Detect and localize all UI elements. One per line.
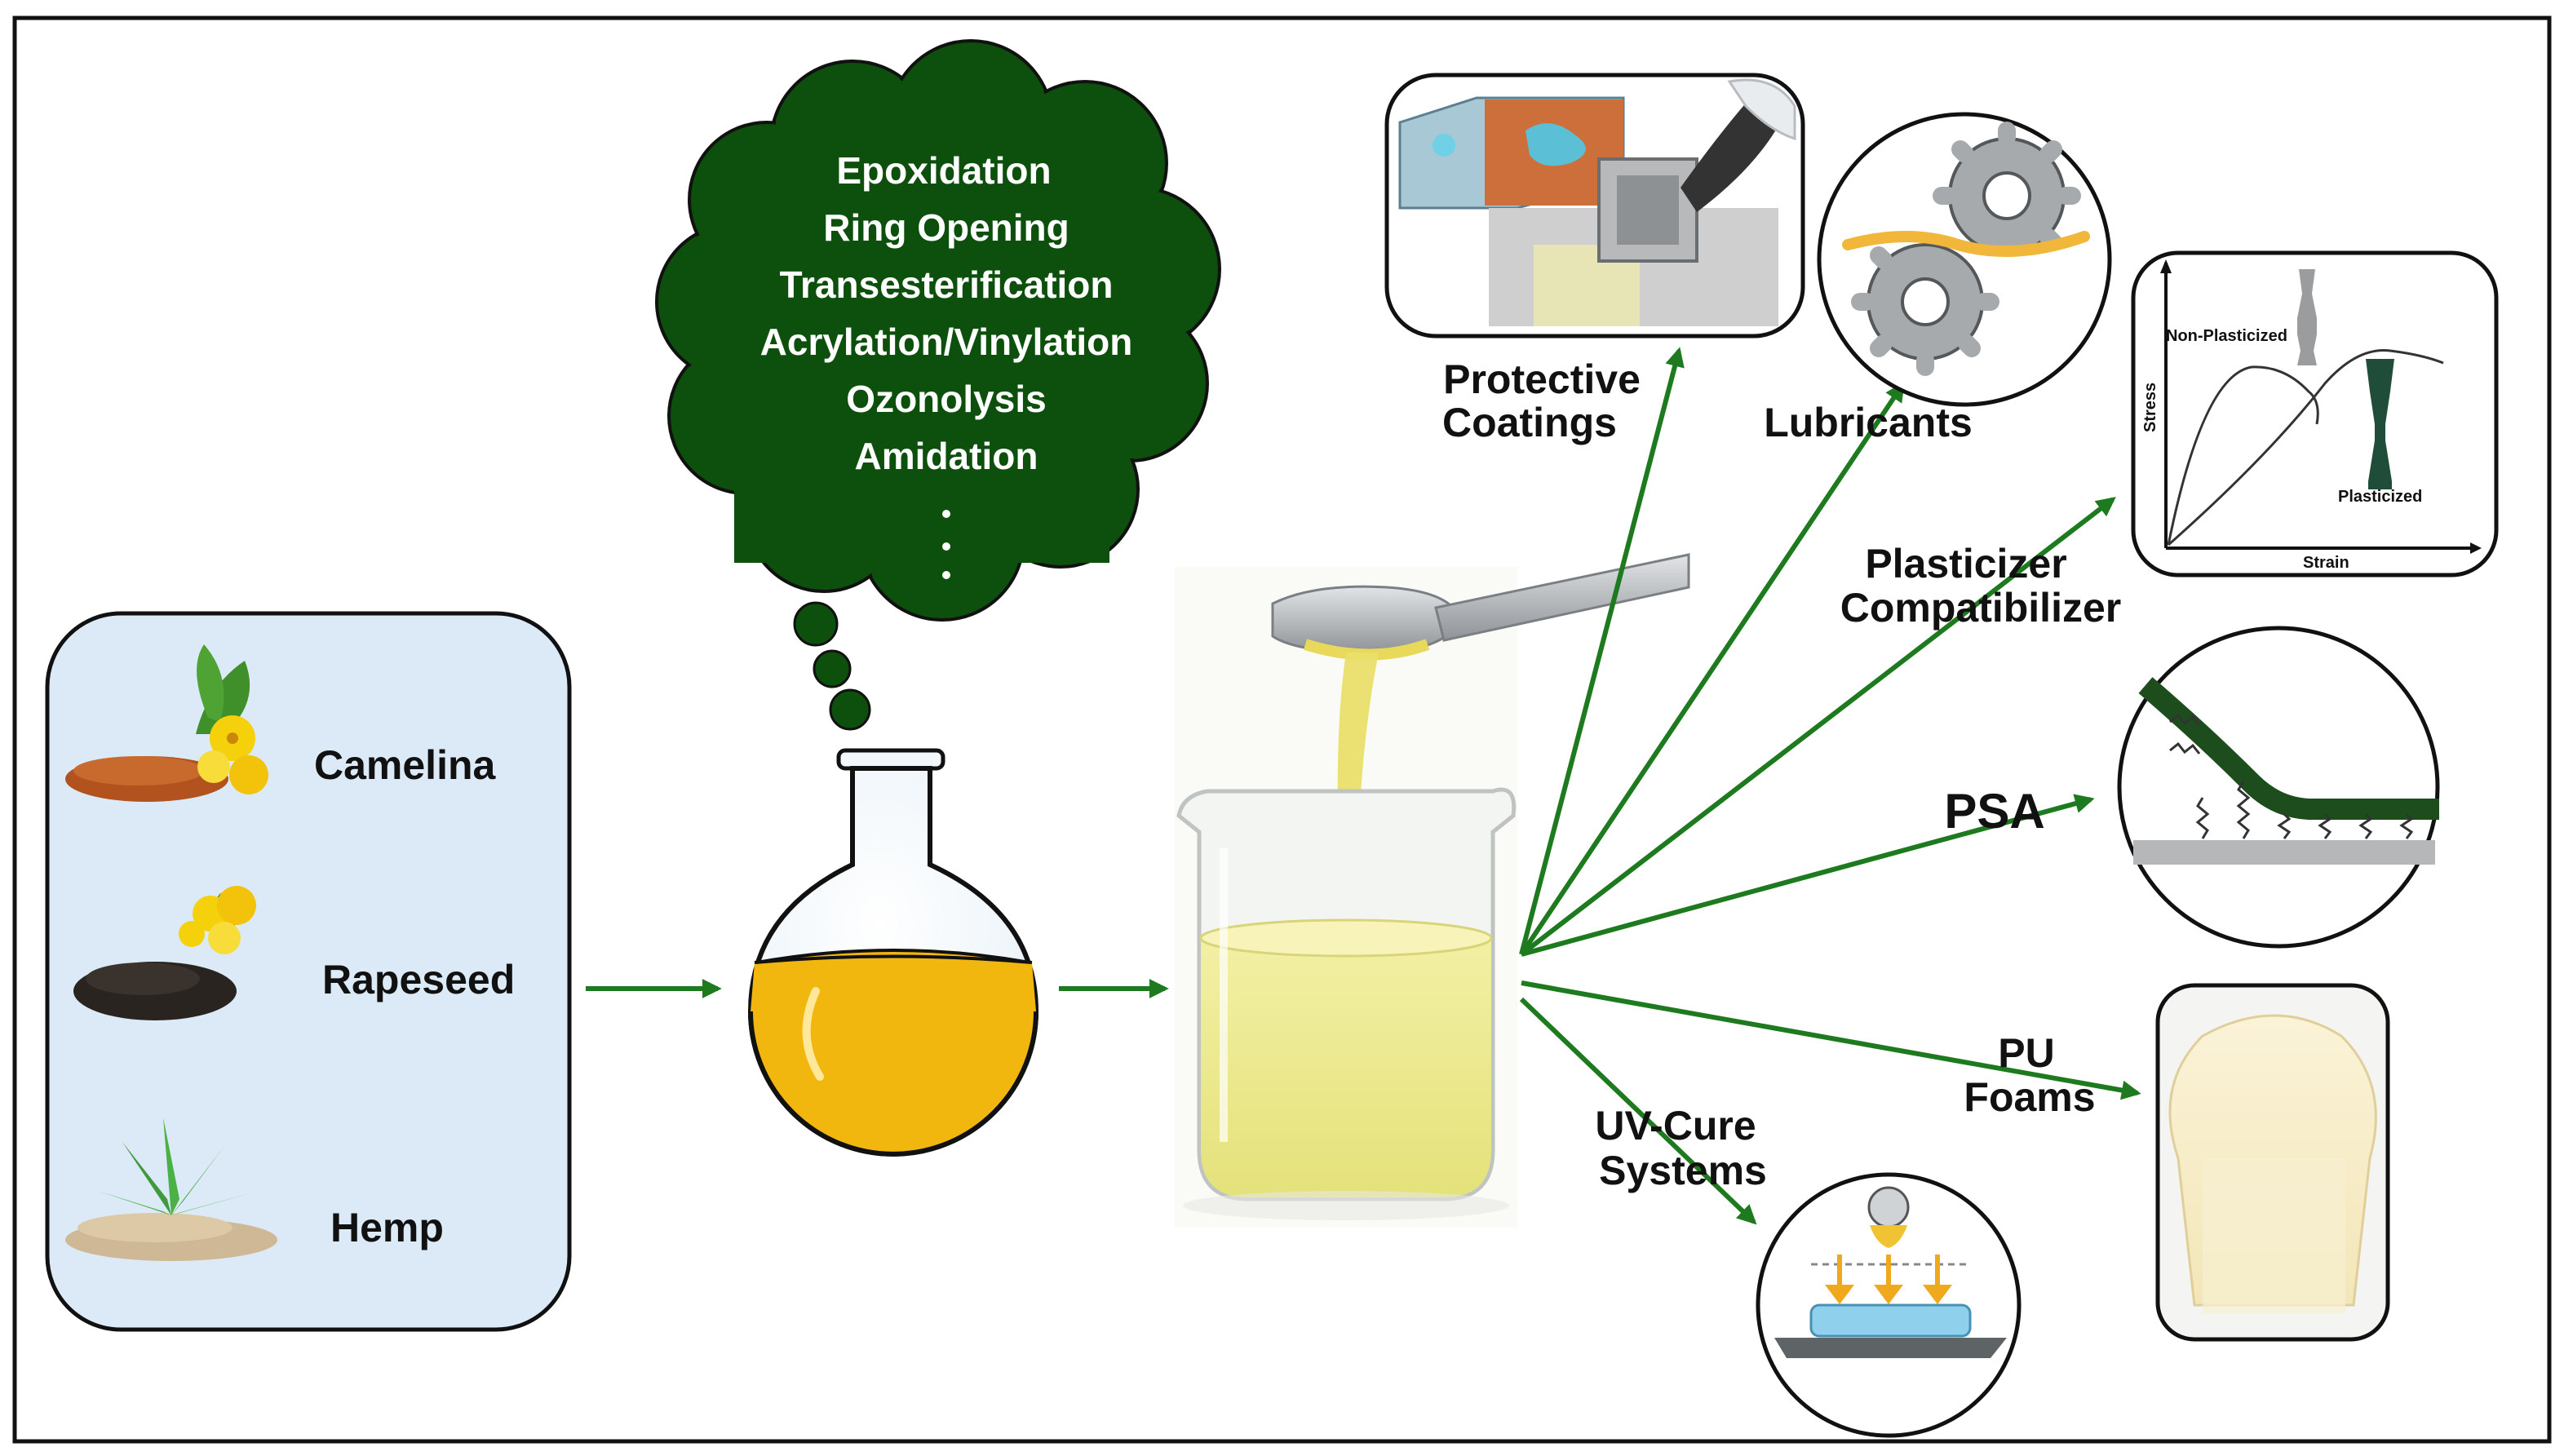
source-label-hemp: Hemp xyxy=(330,1205,444,1250)
uv-cure-panel xyxy=(1756,1172,2022,1438)
camelina-illustration xyxy=(65,644,268,802)
source-label-rapeseed: Rapeseed xyxy=(322,957,515,1002)
reaction-3: Transesterification xyxy=(779,263,1113,306)
reaction-1: Epoxidation xyxy=(836,149,1051,192)
plasticized-curve xyxy=(2168,349,2444,547)
hemp-illustration xyxy=(65,1117,277,1261)
app-label-coatings-2: Coatings xyxy=(1442,400,1617,445)
rapeseed-illustration xyxy=(73,886,256,1020)
pu-foams-panel xyxy=(2155,983,2390,1342)
app-label-uv-2: Systems xyxy=(1599,1148,1767,1193)
sources-panel: Camelina Rapeseed Hemp xyxy=(45,611,572,1332)
plasticized-label: Plasticized xyxy=(2338,488,2422,506)
app-label-plasticizer-2: Compatibilizer xyxy=(1840,585,2121,631)
reaction-6: Amidation xyxy=(855,435,1038,477)
reaction-ellipsis xyxy=(942,510,950,579)
app-label-uv-1: UV-Cure xyxy=(1595,1103,1756,1148)
beaker-illustration xyxy=(1175,553,1690,1228)
reaction-4: Acrylation/Vinylation xyxy=(760,321,1133,363)
reaction-cloud: Epoxidation Ring Opening Transesterifica… xyxy=(655,39,1221,731)
strain-axis-label: Strain xyxy=(2303,554,2349,572)
app-label-pu-1: PU xyxy=(1998,1030,2054,1076)
lubricants-panel xyxy=(1817,112,2112,407)
application-arrows xyxy=(1519,347,2141,1225)
non-plasticized-label: Non-Plasticized xyxy=(2166,327,2287,345)
app-label-pu-2: Foams xyxy=(1964,1074,2095,1120)
reaction-5: Ozonolysis xyxy=(846,378,1046,420)
flask-illustration xyxy=(747,748,1039,1157)
app-label-lubricants: Lubricants xyxy=(1764,400,1973,445)
coatings-panel xyxy=(1384,73,1805,339)
stress-axis-label: Stress xyxy=(2141,383,2159,432)
psa-panel xyxy=(2117,626,2440,949)
stress-strain-panel: Non-Plasticized Plasticized Stress Strai… xyxy=(2131,250,2499,578)
app-label-psa: PSA xyxy=(1944,784,2044,839)
app-label-plasticizer-1: Plasticizer xyxy=(1865,541,2066,586)
app-label-coatings-1: Protective xyxy=(1443,356,1641,402)
reaction-2: Ring Opening xyxy=(823,206,1069,249)
source-label-camelina: Camelina xyxy=(314,742,497,788)
